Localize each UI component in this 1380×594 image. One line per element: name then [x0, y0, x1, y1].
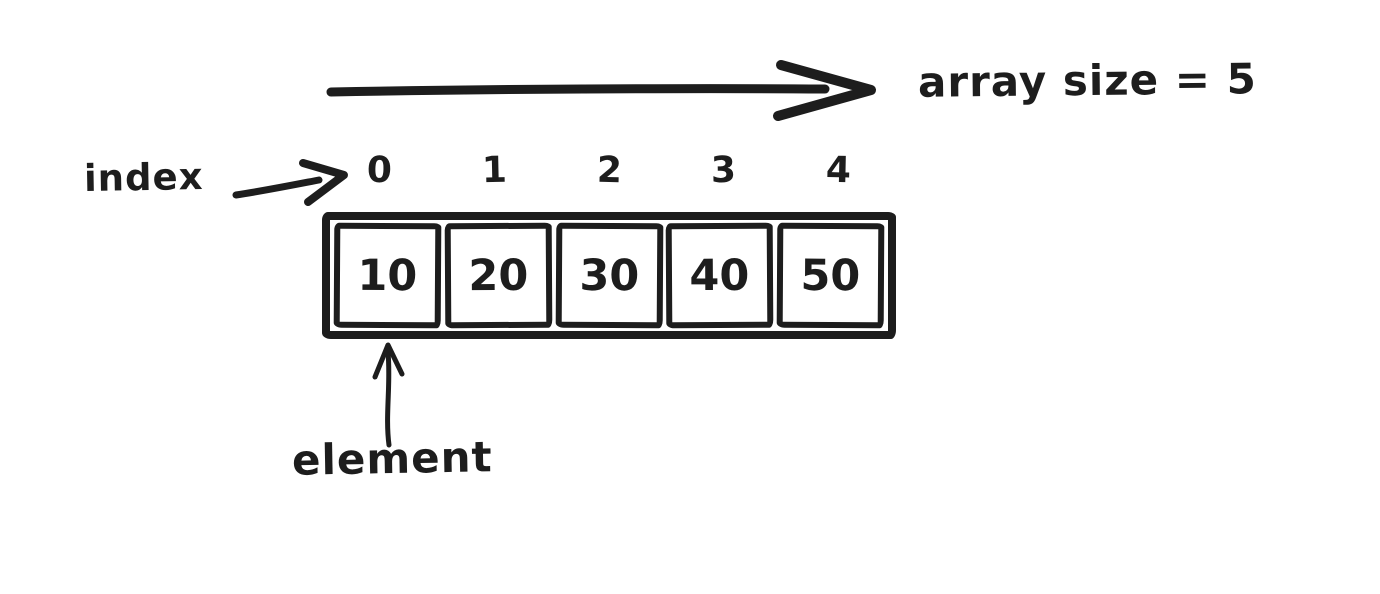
- index-arrowhead: [299, 159, 348, 206]
- array-size-label: array size = 5: [917, 54, 1258, 107]
- array-size-arrowhead: [773, 60, 876, 121]
- array-cell-3: 40: [666, 222, 774, 329]
- cell-value-3: 40: [689, 250, 750, 301]
- array-size-arrow: [326, 60, 876, 121]
- cell-value-2: 30: [578, 250, 640, 301]
- index-value-0: 0: [366, 149, 393, 191]
- array-cell-4: 50: [776, 222, 885, 329]
- index-value-1: 1: [481, 149, 508, 191]
- array-cell-0: 10: [333, 222, 442, 329]
- element-arrow-shaft: [385, 349, 392, 448]
- array-size-arrow-shaft: [326, 84, 830, 97]
- array-cell-2: 30: [555, 222, 663, 329]
- index-row: 0 1 2 3 4: [322, 144, 896, 196]
- index-arrow-shaft: [232, 176, 323, 199]
- element-arrowhead: [372, 342, 405, 380]
- element-label: element: [291, 432, 494, 485]
- array-cell-1: 20: [444, 222, 552, 329]
- index-value-3: 3: [710, 149, 737, 191]
- element-arrow: [372, 342, 405, 448]
- array-container: 10 20 30 40 50: [322, 212, 896, 339]
- cell-value-4: 50: [800, 250, 861, 301]
- cell-value-1: 20: [468, 250, 529, 301]
- index-value-4: 4: [825, 149, 852, 191]
- index-value-2: 2: [596, 149, 622, 191]
- index-label: index: [83, 154, 204, 201]
- cell-value-0: 10: [357, 250, 418, 301]
- index-arrow: [232, 159, 348, 206]
